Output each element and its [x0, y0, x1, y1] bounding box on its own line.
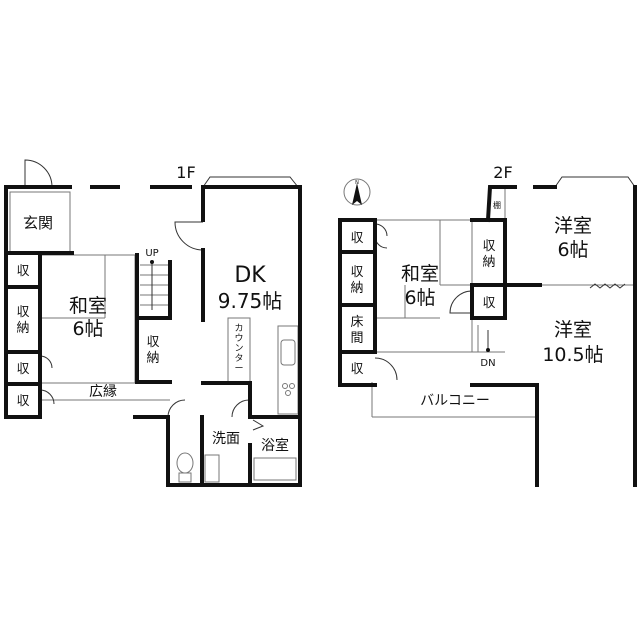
storage-1f-mid: 収納 — [146, 335, 159, 366]
storage-2f-a: 収 — [350, 231, 363, 246]
room-washitsu-1f-size: 6帖 — [72, 318, 103, 340]
room-youshitsu2-name: 洋室 — [554, 319, 592, 341]
compass-n-label: N — [355, 180, 359, 186]
room-youshitsu1-size: 6帖 — [557, 239, 588, 261]
storage-2f-c: 収 — [350, 362, 363, 377]
room-senmen: 洗面 — [212, 431, 240, 447]
room-hiroen: 広縁 — [89, 384, 117, 400]
room-yokushitsu: 浴室 — [261, 437, 289, 454]
shelf-tana: 棚 — [493, 200, 501, 210]
room-dk-size: 9.75帖 — [218, 289, 283, 313]
room-washitsu-2f-name: 和室 — [401, 263, 439, 285]
storage-2f-b: 収納 — [350, 265, 363, 296]
north-arrow-icon — [352, 183, 362, 205]
doors — [24, 159, 299, 431]
room-youshitsu1-name: 洋室 — [554, 215, 592, 237]
storage-1f-c: 収 — [16, 362, 29, 377]
floor-label-1f: 1F — [176, 163, 195, 182]
storage-1f-d: 収 — [16, 394, 29, 409]
room-dk-name: DK — [234, 263, 266, 288]
walls-2f — [338, 185, 637, 487]
room-washitsu-2f-size: 6帖 — [404, 287, 435, 309]
counter-label: カウンター — [234, 323, 243, 374]
room-youshitsu2-size: 10.5帖 — [542, 344, 603, 366]
compass-circle — [343, 178, 371, 206]
floor-label-2f: 2F — [493, 163, 512, 182]
room-washitsu-1f-name: 和室 — [69, 295, 107, 317]
storage-1f-b: 収納 — [16, 305, 29, 336]
walls-1f — [4, 185, 302, 487]
tokonoma: 床間 — [350, 315, 363, 346]
floor-1f: 1F 玄関 和室 6帖 DK 9.75帖 カウンター UP 収 収納 収 収 収… — [4, 159, 302, 487]
room-genkan: 玄関 — [23, 214, 53, 232]
storage-2f-right: 収納 — [482, 239, 495, 270]
storage-1f-a: 収 — [16, 264, 29, 279]
stairs-down-label: DN — [480, 358, 495, 369]
stairs-up-label: UP — [145, 248, 158, 259]
stairs-start-dot-2f — [486, 348, 490, 352]
balcony: バルコニー — [420, 393, 490, 409]
storage-2f-right2: 収 — [482, 296, 495, 311]
floor-2f: N — [338, 163, 637, 487]
compass: N — [343, 178, 371, 206]
stairs-start-dot — [150, 260, 154, 264]
